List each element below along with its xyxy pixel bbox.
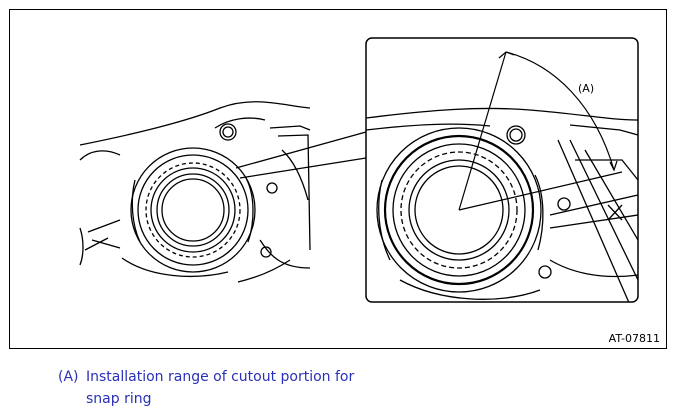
angle-range-marker [458, 51, 623, 211]
range-callout-label: (A) [578, 82, 594, 95]
transmission-illustration: (A) [79, 37, 639, 303]
legend-text: Installation range of cutout portion for… [86, 369, 355, 407]
leader-lines [235, 131, 367, 179]
figure-id-label: AT-07811 [608, 332, 660, 345]
left-housing-drawing [79, 101, 311, 283]
zoom-inset-drawing [366, 107, 638, 302]
diagram-frame: (A) AT-07811 [9, 9, 667, 349]
legend-key: (A) [58, 369, 79, 385]
zoom-inset-frame [365, 37, 639, 303]
